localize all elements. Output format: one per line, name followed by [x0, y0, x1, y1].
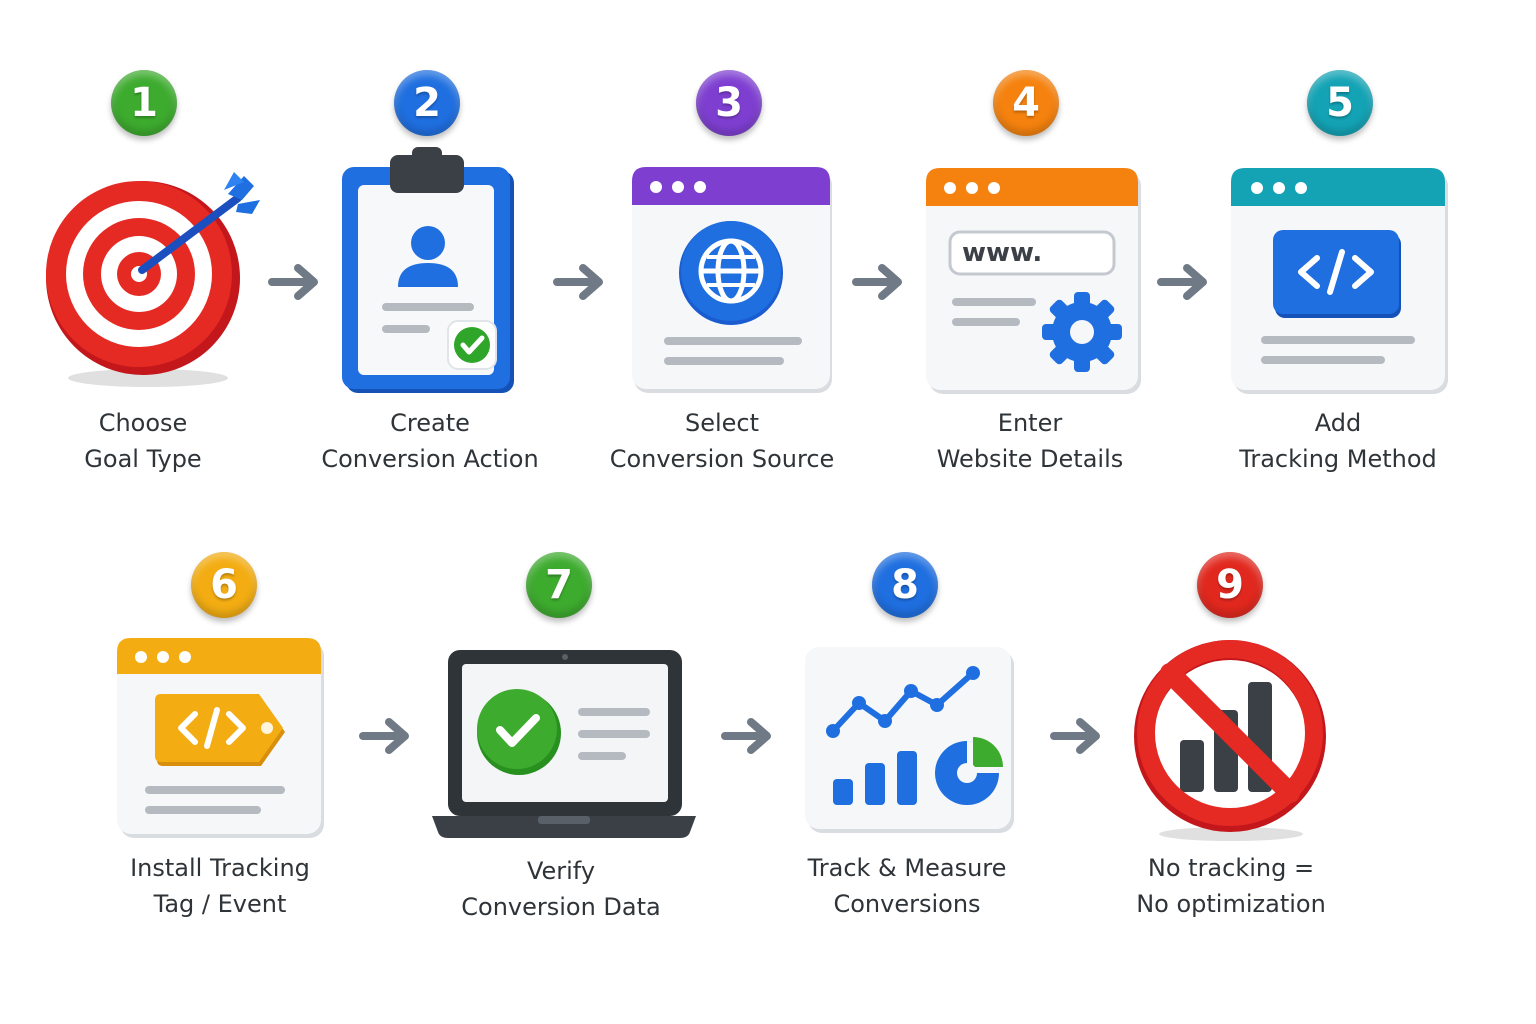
- no-tracking-icon: [1130, 638, 1332, 842]
- target-icon: [38, 170, 268, 390]
- arrow-right-icon: [553, 262, 609, 302]
- arrow-right-icon: [268, 262, 324, 302]
- step-label: Install Tracking Tag / Event: [100, 850, 340, 922]
- laptop-check-icon: [428, 648, 700, 844]
- step-label: Track & Measure Conversions: [787, 850, 1027, 922]
- arrow-right-icon: [721, 716, 777, 756]
- browser-code-icon: [1229, 166, 1451, 398]
- url-text: www.: [962, 238, 1042, 268]
- step-label: No tracking = No optimization: [1111, 850, 1351, 922]
- step-number-badge: 7: [526, 552, 592, 618]
- step-number-badge: 3: [696, 70, 762, 136]
- step-label: Select Conversion Source: [602, 405, 842, 477]
- arrow-right-icon: [852, 262, 908, 302]
- browser-settings-icon: [924, 166, 1144, 398]
- step-label: Choose Goal Type: [43, 405, 243, 477]
- step-number-badge: 6: [191, 552, 257, 618]
- step-label: Verify Conversion Data: [441, 853, 681, 925]
- analytics-chart-icon: [803, 645, 1017, 837]
- step-number-badge: 1: [111, 70, 177, 136]
- arrow-right-icon: [359, 716, 415, 756]
- clipboard-icon: [338, 145, 523, 400]
- step-number-badge: 8: [872, 552, 938, 618]
- step-label: Create Conversion Action: [310, 405, 550, 477]
- arrow-right-icon: [1050, 716, 1106, 756]
- step-label: Enter Website Details: [910, 405, 1150, 477]
- browser-tag-icon: [115, 636, 327, 842]
- arrow-right-icon: [1157, 262, 1213, 302]
- browser-globe-icon: [630, 165, 835, 397]
- step-number-badge: 2: [394, 70, 460, 136]
- step-number-badge: 4: [993, 70, 1059, 136]
- step-number-badge: 5: [1307, 70, 1373, 136]
- step-label: Add Tracking Method: [1218, 405, 1458, 477]
- step-number-badge: 9: [1197, 552, 1263, 618]
